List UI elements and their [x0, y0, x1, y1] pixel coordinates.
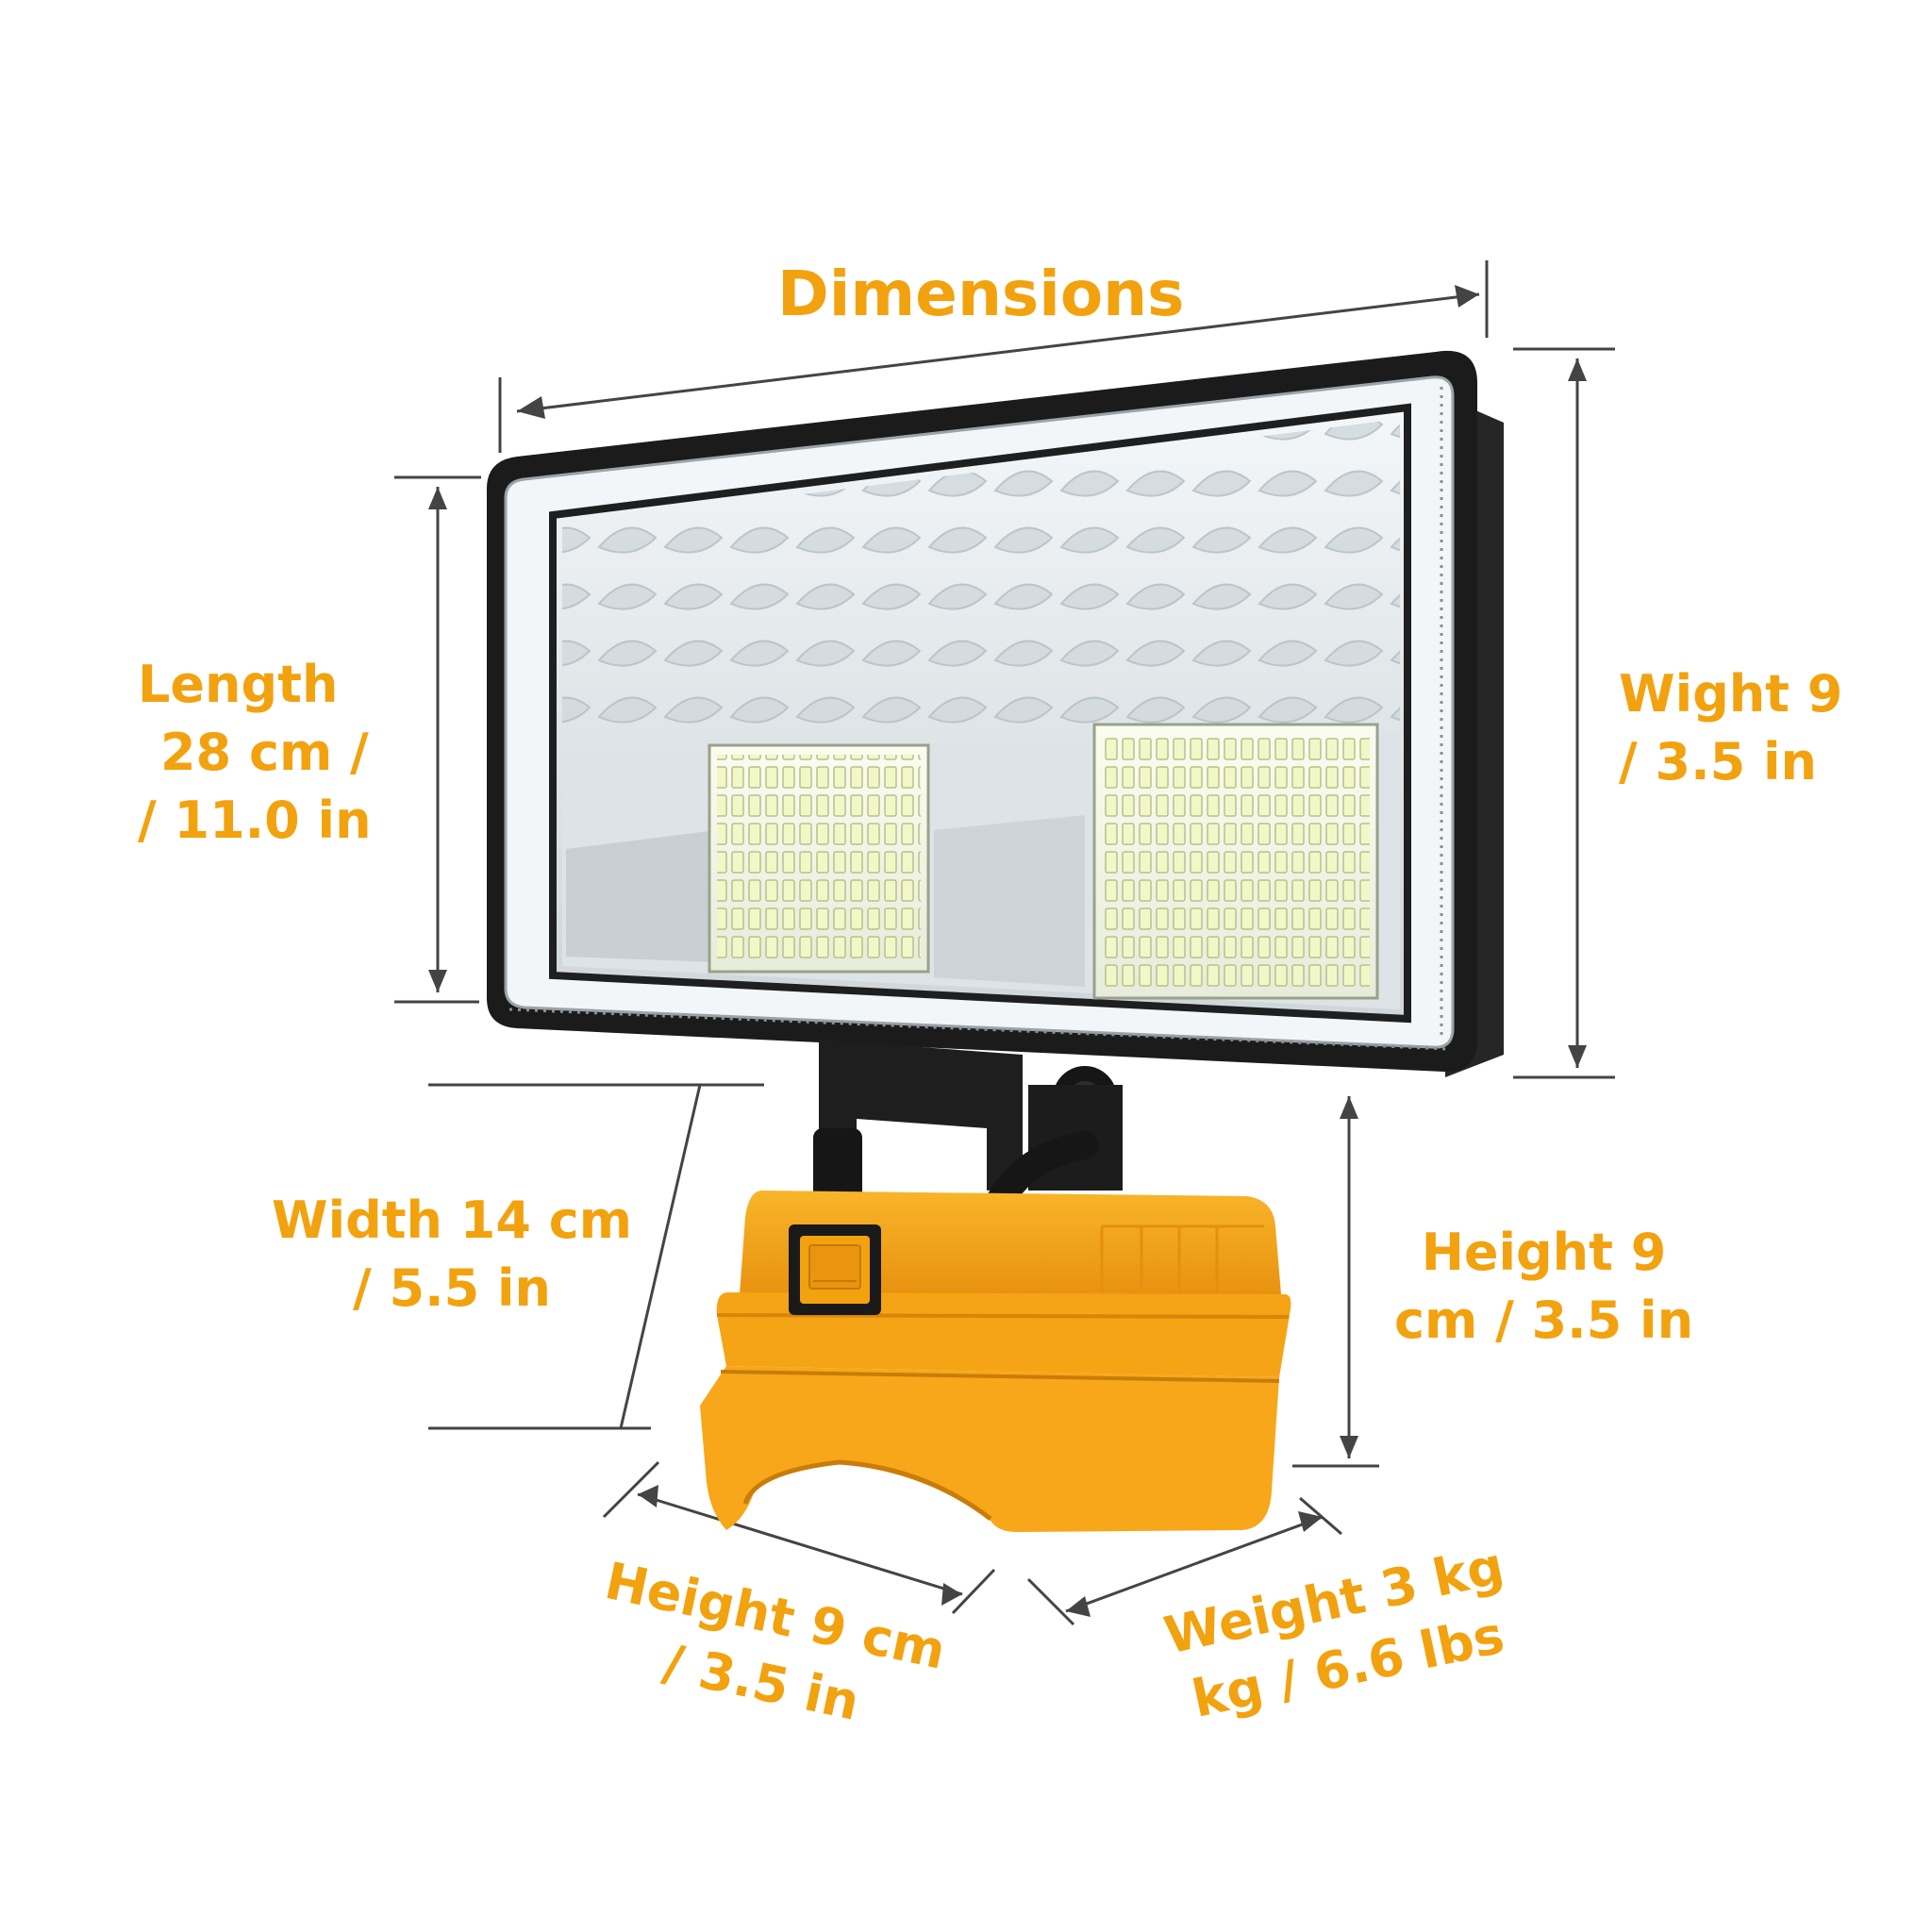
- width-line-1: Width 14 cm: [272, 1191, 633, 1250]
- arrow-heads: [428, 285, 1587, 1617]
- wight-line-1: Wight 9: [1619, 664, 1843, 724]
- wight-line-2: / 3.5 in: [1619, 732, 1817, 791]
- width-label: Width 14 cm / 5.5 in: [272, 1187, 632, 1323]
- length-label: Length 28 cm / / 11.0 in: [138, 651, 372, 855]
- power-switch: [789, 1224, 881, 1315]
- height-right-line-2: cm / 3.5 in: [1394, 1291, 1694, 1350]
- lamp-head: [487, 350, 1504, 1077]
- diagram-title: Dimensions: [777, 258, 1185, 330]
- height-right-label: Height 9 cm / 3.5 in: [1394, 1219, 1693, 1355]
- width-line-2: / 5.5 in: [353, 1258, 551, 1318]
- length-line-2: 28 cm /: [160, 723, 369, 782]
- height-right-line-1: Height 9: [1421, 1223, 1667, 1282]
- length-line-3: / 11.0 in: [138, 791, 372, 850]
- dimension-lines: [394, 260, 1615, 1626]
- length-line-1: Length: [138, 655, 339, 714]
- wight-label: Wight 9 / 3.5 in: [1619, 660, 1842, 796]
- battery-base: [700, 1191, 1291, 1532]
